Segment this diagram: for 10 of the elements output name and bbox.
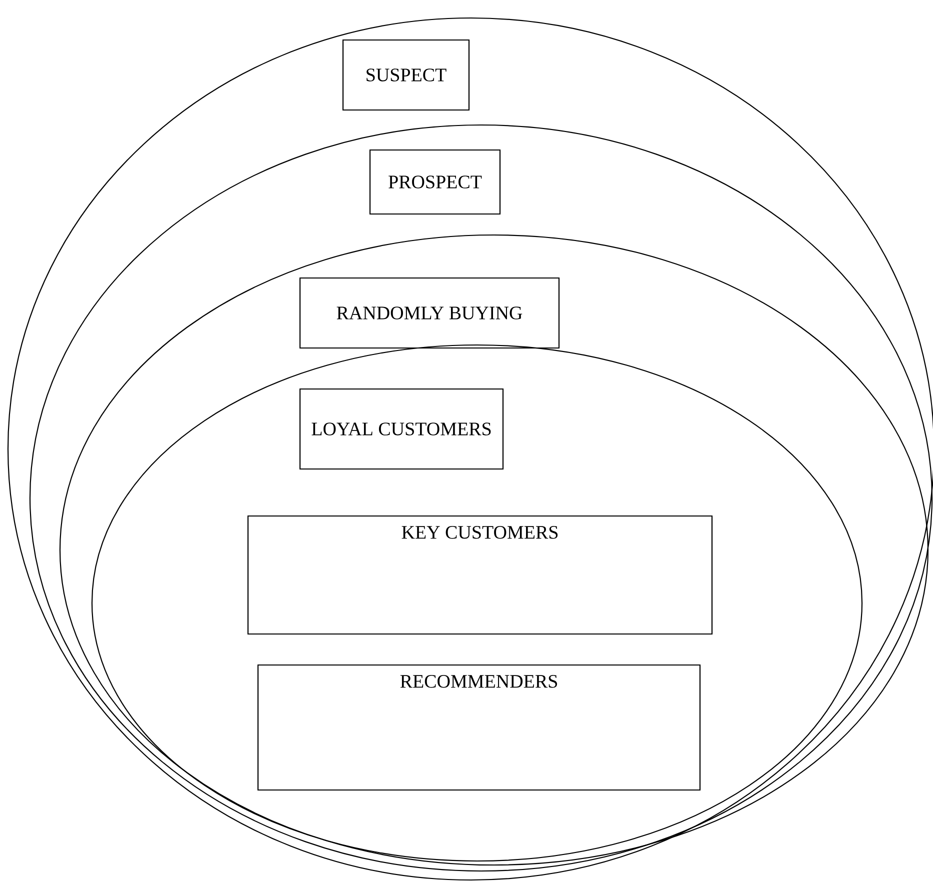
ellipse-ring — [91, 344, 863, 862]
ellipse-ring — [59, 234, 929, 866]
label-box: KEY CUSTOMERS — [247, 515, 713, 635]
label-box: PROSPECT — [369, 149, 501, 215]
label-box: SUSPECT — [342, 39, 470, 111]
label-box: RECOMMENDERS — [257, 664, 701, 791]
ellipse-ring — [29, 124, 933, 872]
label-box: LOYAL CUSTOMERS — [299, 388, 504, 470]
label-box: RANDOMLY BUYING — [299, 277, 560, 349]
ellipse-ring — [7, 17, 933, 881]
